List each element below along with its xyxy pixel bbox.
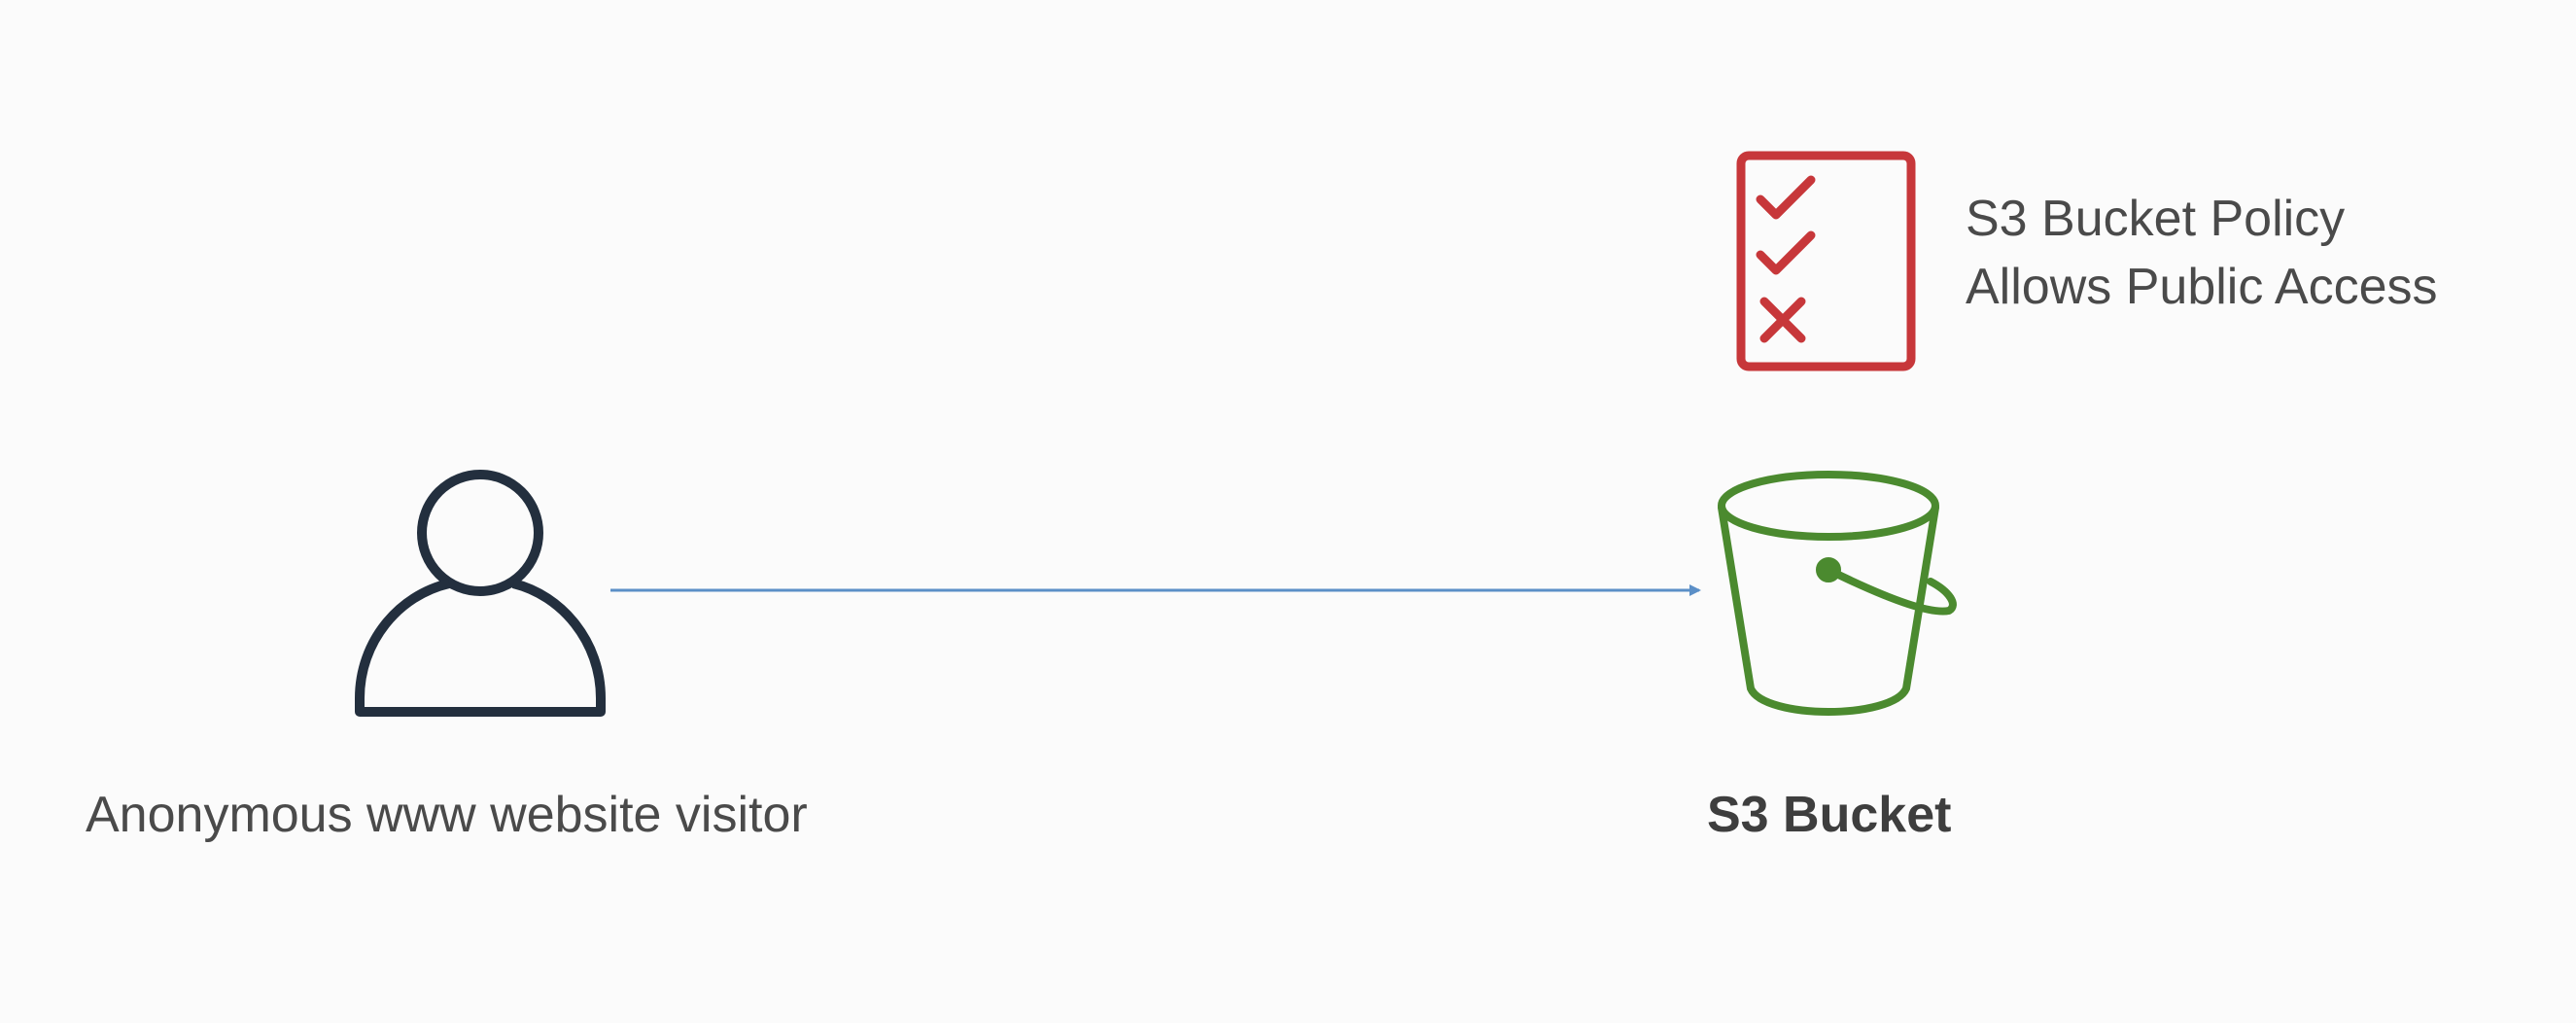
bucket-label: S3 Bucket <box>1707 787 1952 843</box>
policy-label-line-2: Allows Public Access <box>1966 259 2438 315</box>
policy-label: S3 Bucket Policy Allows Public Access <box>1966 185 2438 321</box>
policy-label-line-1: S3 Bucket Policy <box>1966 191 2346 247</box>
s3-bucket-icon <box>1718 471 1957 716</box>
visitor-label: Anonymous www website visitor <box>86 787 808 843</box>
user-icon <box>355 470 606 717</box>
policy-checklist-icon <box>1736 151 1916 371</box>
